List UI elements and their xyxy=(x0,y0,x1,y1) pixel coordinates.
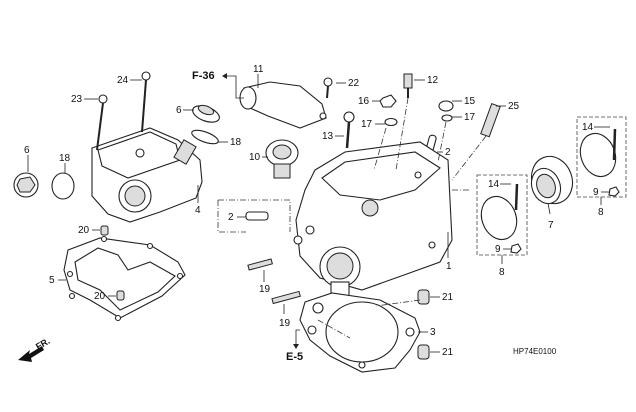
callout-8-left: 8 xyxy=(499,267,505,278)
callout-15: 15 xyxy=(464,96,476,107)
o-ring-left[interactable] xyxy=(51,172,75,200)
thermostat[interactable] xyxy=(265,139,299,179)
band-left[interactable] xyxy=(476,192,523,245)
callout-12: 12 xyxy=(427,75,439,86)
washer-17-right[interactable] xyxy=(441,114,453,122)
callout-20-upper: 20 xyxy=(78,225,90,236)
callout-21-lower: 21 xyxy=(442,347,454,358)
callout-21-upper: 21 xyxy=(442,292,454,303)
drawing-code: HP74E0100 xyxy=(513,347,557,356)
sensor-12[interactable] xyxy=(403,73,413,98)
stud-19-lower[interactable] xyxy=(271,290,301,305)
bolt-14-left[interactable] xyxy=(514,183,519,211)
callout-7: 7 xyxy=(548,220,554,231)
callout-19-upper: 19 xyxy=(259,284,271,295)
cylinder-head-cover[interactable] xyxy=(91,127,203,223)
callout-9-left: 9 xyxy=(495,244,501,255)
front-indicator: FR. xyxy=(34,336,52,352)
front-arrow-icon xyxy=(18,346,44,362)
callout-25: 25 xyxy=(508,101,520,112)
dowel-20-lower[interactable] xyxy=(116,290,125,301)
callout-18-left: 18 xyxy=(59,153,71,164)
callout-14-right: 14 xyxy=(582,122,594,133)
nut-9-right[interactable] xyxy=(608,186,620,197)
callout-20-lower: 20 xyxy=(94,291,106,302)
callout-16: 16 xyxy=(358,96,370,107)
callout-13: 13 xyxy=(322,131,334,142)
dowel-21-upper[interactable] xyxy=(417,289,430,305)
band-set-left-box xyxy=(476,174,528,256)
washer-17-left[interactable] xyxy=(384,117,398,127)
dowel-21-lower[interactable] xyxy=(417,344,430,360)
callout-17-left: 17 xyxy=(361,119,373,130)
bolt-14-right[interactable] xyxy=(612,128,617,161)
ref-f36[interactable]: F-36 xyxy=(192,70,215,82)
callout-8-right: 8 xyxy=(598,207,604,218)
callout-19-lower: 19 xyxy=(279,318,291,329)
cap-top[interactable] xyxy=(190,103,221,126)
callout-1: 1 xyxy=(446,261,452,272)
cylinder-head[interactable] xyxy=(293,141,453,299)
thermostat-cover[interactable] xyxy=(239,81,327,129)
bolt-24[interactable] xyxy=(141,71,151,133)
nut-9-left[interactable] xyxy=(510,243,522,254)
callout-18-right: 18 xyxy=(230,137,242,148)
callout-23: 23 xyxy=(71,94,83,105)
callout-3: 3 xyxy=(430,327,436,338)
callout-10: 10 xyxy=(249,152,261,163)
bolt-23[interactable] xyxy=(96,94,108,151)
nut-16[interactable] xyxy=(379,94,397,108)
insulator[interactable] xyxy=(525,151,579,210)
pipe-2-left[interactable] xyxy=(245,211,269,221)
callout-2-upper: 2 xyxy=(445,147,451,158)
cover-gasket[interactable] xyxy=(63,237,186,319)
callout-17-right: 17 xyxy=(464,112,476,123)
callout-2-left: 2 xyxy=(228,212,234,223)
callout-11: 11 xyxy=(253,64,264,75)
callout-22: 22 xyxy=(348,78,360,89)
ref-e5[interactable]: E-5 xyxy=(286,351,303,363)
callout-5: 5 xyxy=(49,275,55,286)
bolt-13[interactable] xyxy=(343,111,355,149)
stud-19-upper[interactable] xyxy=(247,258,273,271)
dowel-20-upper[interactable] xyxy=(100,225,109,236)
callout-6-left: 6 xyxy=(24,145,30,156)
cap-left[interactable] xyxy=(13,172,39,198)
spark-plug[interactable] xyxy=(480,102,501,138)
cap-nut-15[interactable] xyxy=(438,100,454,112)
callout-6-top: 6 xyxy=(176,105,182,116)
callout-4: 4 xyxy=(195,205,201,216)
callout-9-right: 9 xyxy=(593,187,599,198)
bolt-22[interactable] xyxy=(323,77,333,99)
o-ring-right[interactable] xyxy=(190,128,220,147)
callout-14-left: 14 xyxy=(488,179,500,190)
callout-24: 24 xyxy=(117,75,129,86)
head-gasket[interactable] xyxy=(299,292,421,373)
band-set-right-box xyxy=(576,116,627,198)
